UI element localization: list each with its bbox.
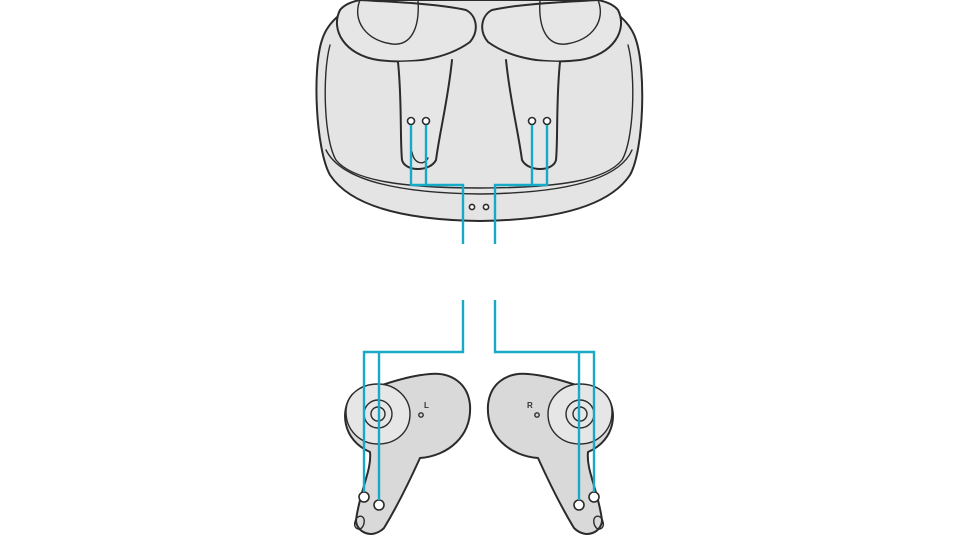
right-earbud-contact-2 bbox=[588, 491, 600, 503]
case-inner-rim bbox=[324, 44, 634, 189]
case-lid-seam bbox=[325, 149, 633, 195]
case-led-1 bbox=[468, 203, 476, 211]
charging-case bbox=[315, 0, 644, 222]
case-left-wire-1 bbox=[409, 125, 465, 244]
case-left-contact-2 bbox=[421, 116, 431, 126]
case-led-2 bbox=[482, 203, 490, 211]
left-earbud-sensor bbox=[418, 412, 424, 418]
right-earbud-contact-1 bbox=[573, 499, 585, 511]
case-left-contact-1 bbox=[406, 116, 416, 126]
left-earbud: L bbox=[344, 372, 472, 535]
left-earbud-mic bbox=[353, 515, 365, 530]
right-earbud-label: R bbox=[527, 401, 533, 410]
right-earbud-mic bbox=[593, 515, 605, 530]
right-earbud-sensor bbox=[534, 412, 540, 418]
case-right-contact-1 bbox=[527, 116, 537, 126]
bud-right-wire-1 bbox=[493, 300, 596, 492]
case-right-contact-2 bbox=[542, 116, 552, 126]
left-earbud-label: L bbox=[424, 401, 429, 410]
case-right-bud-inner bbox=[539, 0, 601, 45]
left-earbud-contact-1 bbox=[358, 491, 370, 503]
left-earbud-contact-2 bbox=[373, 499, 385, 511]
connector-lines bbox=[362, 125, 596, 500]
case-right-wire-1 bbox=[493, 125, 549, 244]
case-left-bud-inner bbox=[357, 0, 419, 45]
bud-left-wire-1 bbox=[362, 300, 465, 492]
